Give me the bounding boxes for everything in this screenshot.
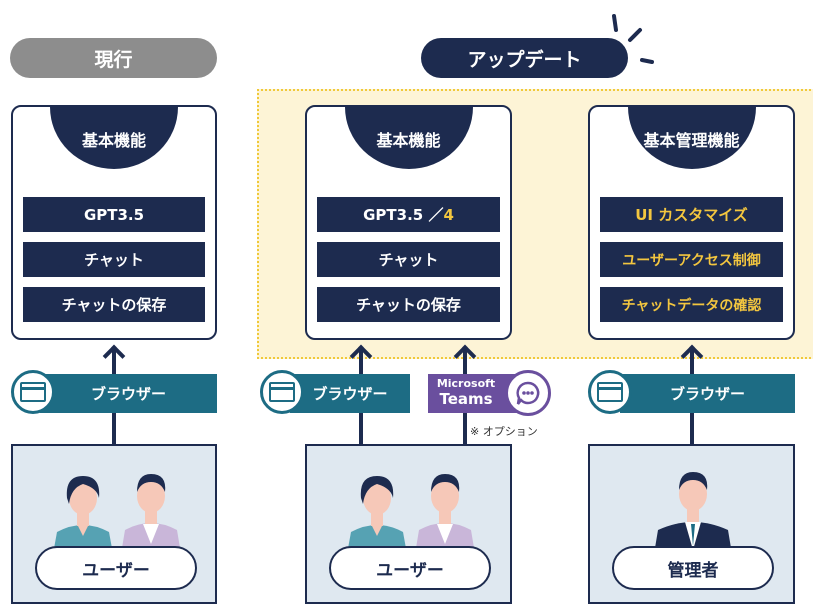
person-icon (53, 474, 181, 554)
feature-chat-save: チャットの保存 (317, 287, 500, 322)
teams-chat-icon (516, 381, 540, 405)
browser-icon-circle (588, 370, 632, 414)
browser-bar: ブラウザー (40, 374, 217, 413)
admin-function-box: 基本管理機能 UI カスタマイズ ユーザーアクセス制御 チャットデータの確認 (588, 105, 795, 340)
feature-chat-save: チャットの保存 (23, 287, 205, 322)
user-label: ユーザー (35, 546, 197, 590)
user-panel: ユーザー (11, 444, 217, 604)
feature-gpt: GPT3.5 (23, 197, 205, 232)
browser-window-icon (597, 382, 623, 402)
feature-ui-customize: UI カスタマイズ (600, 197, 783, 232)
function-title: 基本機能 (81, 131, 146, 150)
option-note: ※ オプション (470, 425, 538, 438)
person-icon (654, 472, 732, 554)
feature-chat: チャット (317, 242, 500, 277)
admin-panel: 管理者 (588, 444, 795, 604)
browser-icon-circle (260, 370, 304, 414)
browser-window-icon (269, 382, 295, 402)
browser-icon-circle (11, 370, 55, 414)
feature-gpt-accent: 4 (443, 205, 454, 224)
admin-label: 管理者 (612, 546, 774, 590)
sparkle-icon (612, 14, 654, 64)
teams-icon-circle (505, 370, 551, 416)
browser-bar: ブラウザー (290, 374, 410, 413)
person-icon (347, 474, 475, 554)
user-panel: ユーザー (305, 444, 512, 604)
feature-gpt-main: GPT3.5 ／ (363, 206, 444, 224)
browser-bar: ブラウザー (620, 374, 795, 413)
teams-line1: Microsoft (436, 377, 496, 390)
feature-access-control: ユーザーアクセス制御 (600, 242, 783, 277)
update-header: アップデート (421, 38, 628, 78)
teams-line2: Teams (439, 390, 493, 408)
user-label: ユーザー (329, 546, 491, 590)
function-title: 基本管理機能 (643, 131, 740, 150)
arrow-head (102, 344, 126, 368)
update-function-box: 基本機能 GPT3.5 ／ 4 チャット チャットの保存 (305, 105, 512, 340)
function-title: 基本機能 (376, 131, 441, 150)
feature-chat-data-check: チャットデータの確認 (600, 287, 783, 322)
current-header: 現行 (10, 38, 217, 78)
feature-gpt: GPT3.5 ／ 4 (317, 197, 500, 232)
current-function-box: 基本機能 GPT3.5 チャット チャットの保存 (11, 105, 217, 340)
feature-chat: チャット (23, 242, 205, 277)
browser-window-icon (20, 382, 46, 402)
